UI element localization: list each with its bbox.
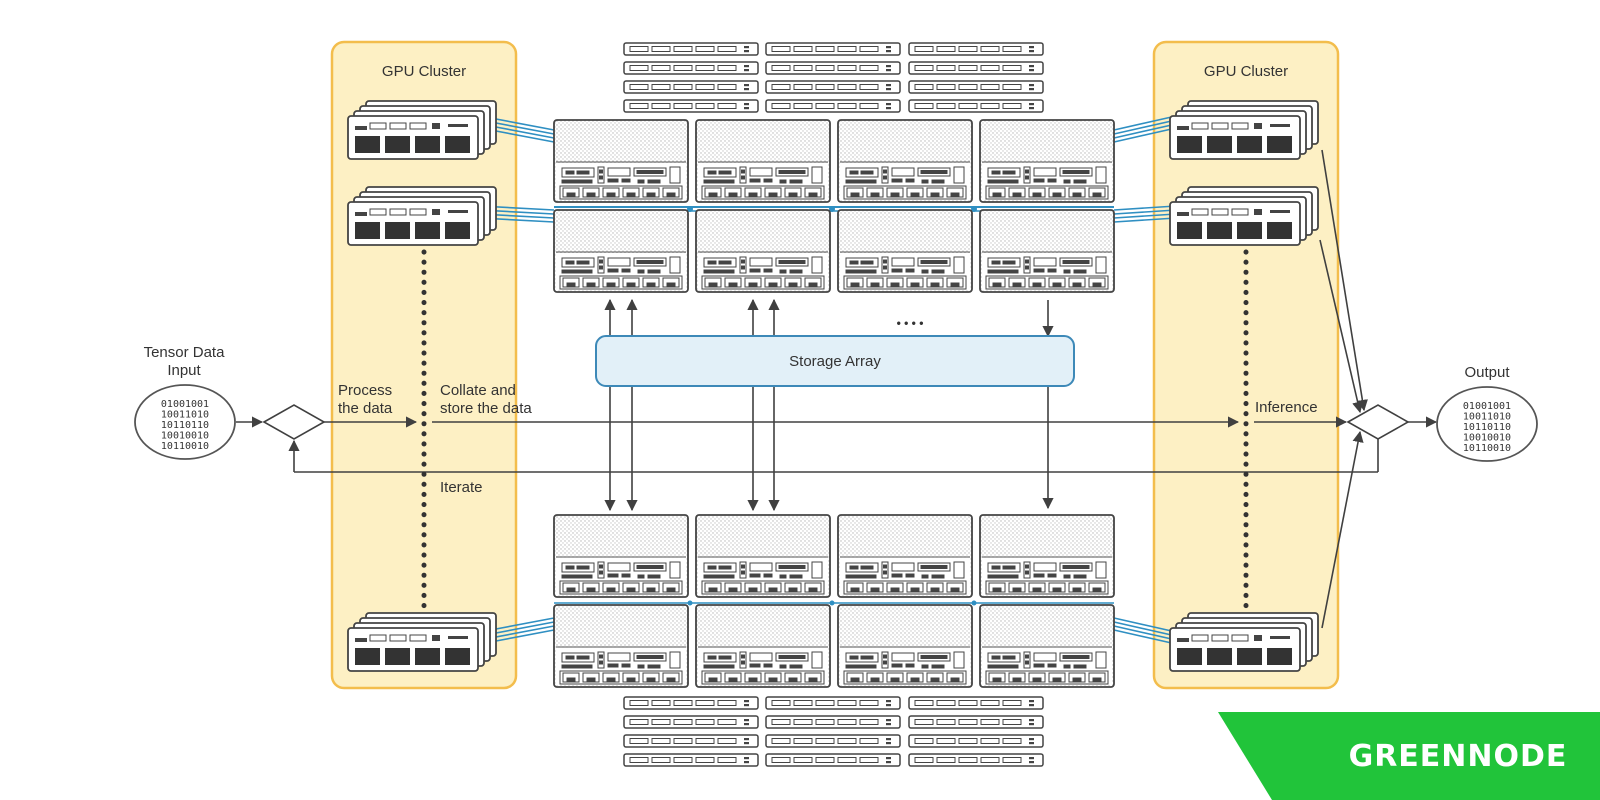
rack-unit (623, 753, 759, 767)
more-servers-ellipsis: • • • • (897, 316, 924, 330)
server-node (979, 209, 1115, 293)
server-node (553, 604, 689, 688)
rack-unit (623, 696, 759, 710)
right-cluster-title: GPU Cluster (1204, 63, 1288, 80)
rack-unit-group (623, 42, 1044, 767)
gpu-node-stack (1169, 186, 1319, 246)
gpu-node-stack (347, 612, 497, 672)
server-node (695, 209, 831, 293)
iterate-label: Iterate (440, 479, 483, 496)
server-node (695, 119, 831, 203)
output-node (1436, 386, 1538, 462)
rack-unit (765, 42, 901, 56)
rack-unit (765, 99, 901, 113)
rack-unit (765, 753, 901, 767)
server-node (553, 119, 689, 203)
server-node (837, 209, 973, 293)
server-node (979, 604, 1115, 688)
data-flow-lines (236, 149, 1438, 629)
server-node (979, 514, 1115, 598)
rack-unit (908, 715, 1044, 729)
storage-array-label: Storage Array (789, 353, 881, 370)
server-node (553, 209, 689, 293)
rack-unit (765, 80, 901, 94)
inference-label: Inference (1255, 399, 1318, 416)
server-node (553, 514, 689, 598)
binary-line: 10110010 (1463, 443, 1511, 454)
greennode-logo-text: GREENNODE (1349, 739, 1568, 774)
server-node (837, 604, 973, 688)
server-node (695, 604, 831, 688)
greennode-logo-banner (1218, 712, 1600, 800)
binary-line: 10011010 (1463, 412, 1511, 423)
left-cluster-title: GPU Cluster (382, 63, 466, 80)
binary-line: 01001001 (1463, 401, 1511, 412)
binary-line: 10010010 (161, 431, 209, 442)
rack-unit (623, 61, 759, 75)
binary-line: 01001001 (161, 399, 209, 410)
rack-unit (623, 734, 759, 748)
rack-unit (908, 734, 1044, 748)
server-rack-group (553, 119, 1115, 688)
binary-line: 10010010 (1463, 433, 1511, 444)
rack-unit (908, 61, 1044, 75)
rack-unit (623, 42, 759, 56)
gpu-node-stack (347, 100, 497, 160)
output-label: Output (1464, 364, 1510, 381)
process-label-line1: Process (338, 382, 392, 399)
binary-line: 10110010 (161, 441, 209, 452)
input-label-line1: Tensor Data (144, 344, 226, 361)
rack-unit (908, 696, 1044, 710)
rack-unit (623, 99, 759, 113)
storage-array-box (595, 335, 1075, 387)
input-label-line2: Input (167, 362, 201, 379)
server-node (837, 119, 973, 203)
tensor-input-node (134, 384, 236, 460)
process-label-line2: the data (338, 400, 393, 417)
rack-unit (765, 715, 901, 729)
rack-unit (908, 80, 1044, 94)
gpu-node-stack (1169, 612, 1319, 672)
binary-line: 10110110 (161, 420, 209, 431)
rack-unit (908, 753, 1044, 767)
gpu-node-group (347, 100, 1319, 672)
gpu-node-stack (1169, 100, 1319, 160)
server-node (979, 119, 1115, 203)
output-decision-diamond (1346, 404, 1410, 440)
gpu-node-stack (347, 186, 497, 246)
binary-line: 10110110 (1463, 422, 1511, 433)
rack-unit (765, 61, 901, 75)
collate-label-line1: Collate and (440, 382, 516, 399)
rack-unit (908, 99, 1044, 113)
rack-unit (908, 42, 1044, 56)
rack-unit (765, 734, 901, 748)
server-node (695, 514, 831, 598)
server-node (837, 514, 973, 598)
rack-unit (623, 715, 759, 729)
rack-unit (623, 80, 759, 94)
rack-unit (765, 696, 901, 710)
input-decision-diamond (262, 404, 326, 440)
binary-line: 10011010 (161, 410, 209, 421)
collate-label-line2: store the data (440, 400, 532, 417)
